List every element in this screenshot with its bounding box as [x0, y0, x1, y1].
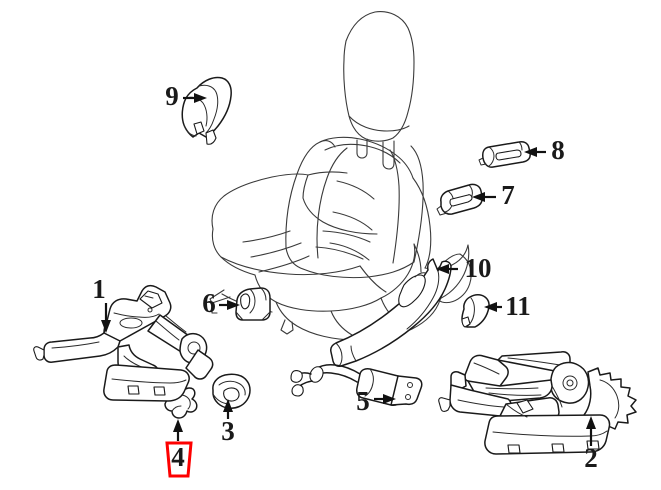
callout-8-arrowhead: [524, 147, 537, 157]
callout-3: 3: [221, 399, 235, 446]
callout-2-label: 2: [584, 443, 598, 473]
callout-3-arrowhead: [223, 399, 233, 412]
part-7-recliner-handle-cover: [436, 183, 483, 216]
callout-7: 7: [472, 180, 515, 210]
part-1-left-seat-track-assembly: [33, 284, 214, 402]
callout-11-arrowhead: [484, 302, 497, 312]
callout-11-label: 11: [505, 291, 531, 321]
callout-9-label: 9: [165, 81, 179, 111]
callout-5: 5: [356, 386, 396, 416]
callout-10: 10: [436, 253, 492, 283]
part-6-switch-knob: [235, 287, 271, 321]
callout-8-label: 8: [551, 135, 565, 165]
callout-2-arrowhead: [586, 416, 596, 429]
callout-7-arrowhead: [472, 192, 485, 202]
front-seat-assembly: [209, 11, 472, 341]
callout-4-label: 4: [171, 442, 185, 472]
callout-2: 2: [584, 416, 598, 473]
headrest: [343, 11, 415, 170]
part-9-headrest-guide-cap: [181, 76, 232, 145]
callout-3-label: 3: [221, 416, 235, 446]
callout-7-label: 7: [501, 180, 515, 210]
callout-1-label: 1: [92, 274, 106, 304]
callout-6-label: 6: [202, 288, 216, 318]
callout-9-arrowhead: [194, 93, 207, 103]
callout-4: 4: [165, 419, 193, 478]
callout-4-arrowhead: [173, 419, 183, 432]
callout-11: 11: [484, 291, 531, 321]
callout-8: 8: [524, 135, 565, 165]
seat-backrest: [285, 136, 432, 279]
callout-1: 1: [92, 274, 111, 333]
callout-10-arrowhead: [436, 264, 449, 274]
callout-9: 9: [165, 81, 207, 111]
part-3-track-cover-cap: [212, 373, 251, 409]
callout-6-arrowhead: [227, 300, 240, 310]
callout-5-label: 5: [356, 386, 370, 416]
part-2-right-seat-track-assembly: [438, 351, 637, 455]
part-11-side-shield-end-cap: [461, 294, 490, 328]
callout-5-arrowhead: [383, 394, 396, 404]
part-8-side-trim-strip: [478, 141, 531, 168]
callout-6: 6: [202, 288, 240, 318]
part-10-seat-cushion-side-shield: [330, 258, 452, 367]
callout-10-label: 10: [465, 253, 492, 283]
callout-4-highlight-box: [165, 441, 193, 478]
part-5-seat-adjuster-motor: [290, 364, 423, 406]
callout-1-arrowhead: [101, 320, 111, 333]
